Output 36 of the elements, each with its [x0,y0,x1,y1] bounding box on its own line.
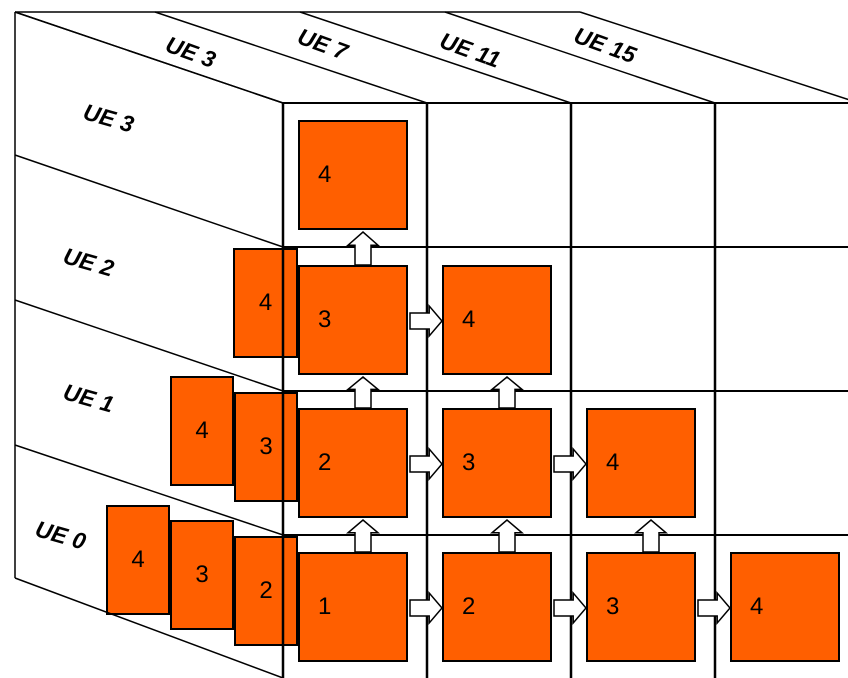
block-arrow [409,446,443,482]
task-box: 4 [730,552,840,662]
block-arrow [697,590,731,626]
block-arrow [346,519,380,553]
task-box: 3 [234,392,298,502]
block-arrow [490,519,524,553]
block-arrow [346,231,380,266]
task-box: 2 [442,552,552,662]
block-arrow [553,590,587,626]
task-box: 1 [298,552,408,662]
row-label: UE 1 [60,378,116,418]
column-label: UE 3 [161,30,219,74]
task-box: 4 [586,408,696,518]
task-box: 4 [170,376,234,486]
task-box: 4 [233,248,298,358]
block-arrow [346,376,380,409]
block-arrow [409,304,443,338]
task-box: 4 [442,265,552,375]
task-box: 4 [298,120,408,230]
column-label: UE 7 [293,22,351,66]
task-box: 4 [106,505,170,615]
task-box: 2 [298,408,408,518]
column-label: UE 11 [436,26,504,74]
task-box: 3 [298,265,408,375]
block-arrow [553,446,587,482]
task-box: 3 [170,520,234,630]
task-box: 3 [442,408,552,518]
row-label: UE 2 [60,242,116,282]
task-box: 2 [234,536,298,646]
column-label: UE 15 [570,21,640,69]
block-arrow [409,590,443,626]
row-label: UE 3 [80,98,136,138]
block-arrow [634,519,668,553]
block-arrow [490,376,524,409]
row-label: UE 0 [32,514,88,556]
task-box: 3 [586,552,696,662]
